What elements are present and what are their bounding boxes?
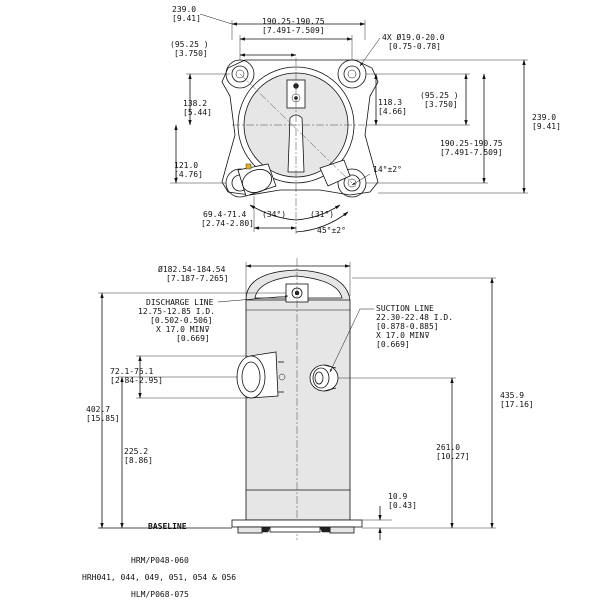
dim-mount-spacing-in: [7.491-7.509]	[262, 26, 325, 35]
dim-72-in: [2.84-2.95]	[110, 376, 163, 385]
dim-225: 225.2	[124, 447, 148, 456]
dim-mount-spacing: 190.25-190.75	[262, 17, 325, 26]
suction-id-in: [0.878-0.885]	[376, 322, 439, 331]
model-line-1: HRM/P048-060	[131, 556, 189, 565]
suction-depth: X 17.0 MIN⊽	[376, 331, 430, 340]
side-shell	[245, 269, 351, 521]
suction-title: SUCTION LINE	[376, 304, 434, 313]
dim-121-in: [4.76]	[174, 170, 203, 179]
dim-121: 121.0	[174, 161, 198, 170]
dim-261-in: [10.27]	[436, 452, 470, 461]
discharge-depth-in: [0.669]	[176, 334, 210, 343]
discharge-title: DISCHARGE LINE	[146, 298, 214, 307]
dim-overall-width-in: [9.41]	[172, 14, 201, 23]
side-suction-fitting-left	[236, 351, 286, 399]
dim-138: 138.2	[183, 99, 207, 108]
angle-34: (34°)	[262, 210, 286, 219]
dim-overall-height: 239.0	[532, 113, 556, 122]
dim-overall-width: 239.0	[172, 5, 196, 14]
hole-callout-in: [0.75-0.78]	[388, 42, 441, 51]
dim-225-in: [8.86]	[124, 456, 153, 465]
top-terminal-box	[319, 159, 351, 187]
angle-31: (31°)	[310, 210, 334, 219]
dim-shell-dia-in: [7.187-7.265]	[166, 274, 229, 283]
suction-depth-in: [0.669]	[376, 340, 410, 349]
dim-shell-dia: Ø182.54-184.54	[158, 264, 226, 274]
dim-mount-spacing-v-in: [7.491-7.509]	[440, 148, 503, 157]
baseline-label: BASELINE	[148, 522, 187, 531]
dim-402-in: [15.85]	[86, 414, 120, 423]
suction-id: 22.30-22.48 I.D.	[376, 313, 453, 322]
dim-261: 261.0	[436, 443, 460, 452]
dim-435: 435.9	[500, 391, 524, 400]
mount-lug-top-right	[337, 59, 367, 89]
side-view: Ø182.54-184.54 [7.187-7.265] DISCHARGE L…	[86, 258, 534, 540]
model-line-3: HLM/P068-075	[131, 590, 189, 599]
dim-118-in: [4.66]	[378, 107, 407, 116]
dim-402: 402.7	[86, 405, 110, 414]
side-base-plate	[231, 519, 363, 528]
side-suction-stub	[309, 364, 339, 392]
model-line-2: HRH041, 044, 049, 051, 054 & 056	[82, 573, 237, 582]
dim-mount-spacing-v: 190.25-190.75	[440, 139, 503, 148]
top-view: 239.0 [9.41] 190.25-190.75 [7.491-7.509]…	[170, 5, 561, 235]
dim-69-in: [2.74-2.80]	[201, 219, 254, 228]
discharge-id-in: [0.502-0.506]	[150, 316, 213, 325]
dim-half-spacing-left-in: [3.750]	[174, 49, 208, 58]
dim-10: 10.9	[388, 492, 407, 501]
dim-69: 69.4-71.4	[203, 210, 247, 219]
dim-118: 118.3	[378, 98, 402, 107]
angle-14: 14°±2°	[373, 165, 402, 174]
discharge-depth: X 17.0 MIN⊽	[156, 325, 210, 334]
dim-half-spacing-right-in: [3.750]	[424, 100, 458, 109]
dim-10-in: [0.43]	[388, 501, 417, 510]
hole-callout: 4X Ø19.0-20.0	[382, 32, 445, 42]
dim-138-in: [5.44]	[183, 108, 212, 117]
dim-72: 72.1-75.1	[110, 367, 154, 376]
dim-half-spacing-left: (95.25 )	[170, 40, 209, 49]
angle-45: 45°±2°	[317, 226, 346, 235]
dim-overall-height-in: [9.41]	[532, 122, 561, 131]
discharge-id: 12.75-12.85 I.D.	[138, 307, 215, 316]
dim-half-spacing-right: (95.25 )	[420, 91, 459, 100]
dim-435-in: [17.16]	[500, 400, 534, 409]
